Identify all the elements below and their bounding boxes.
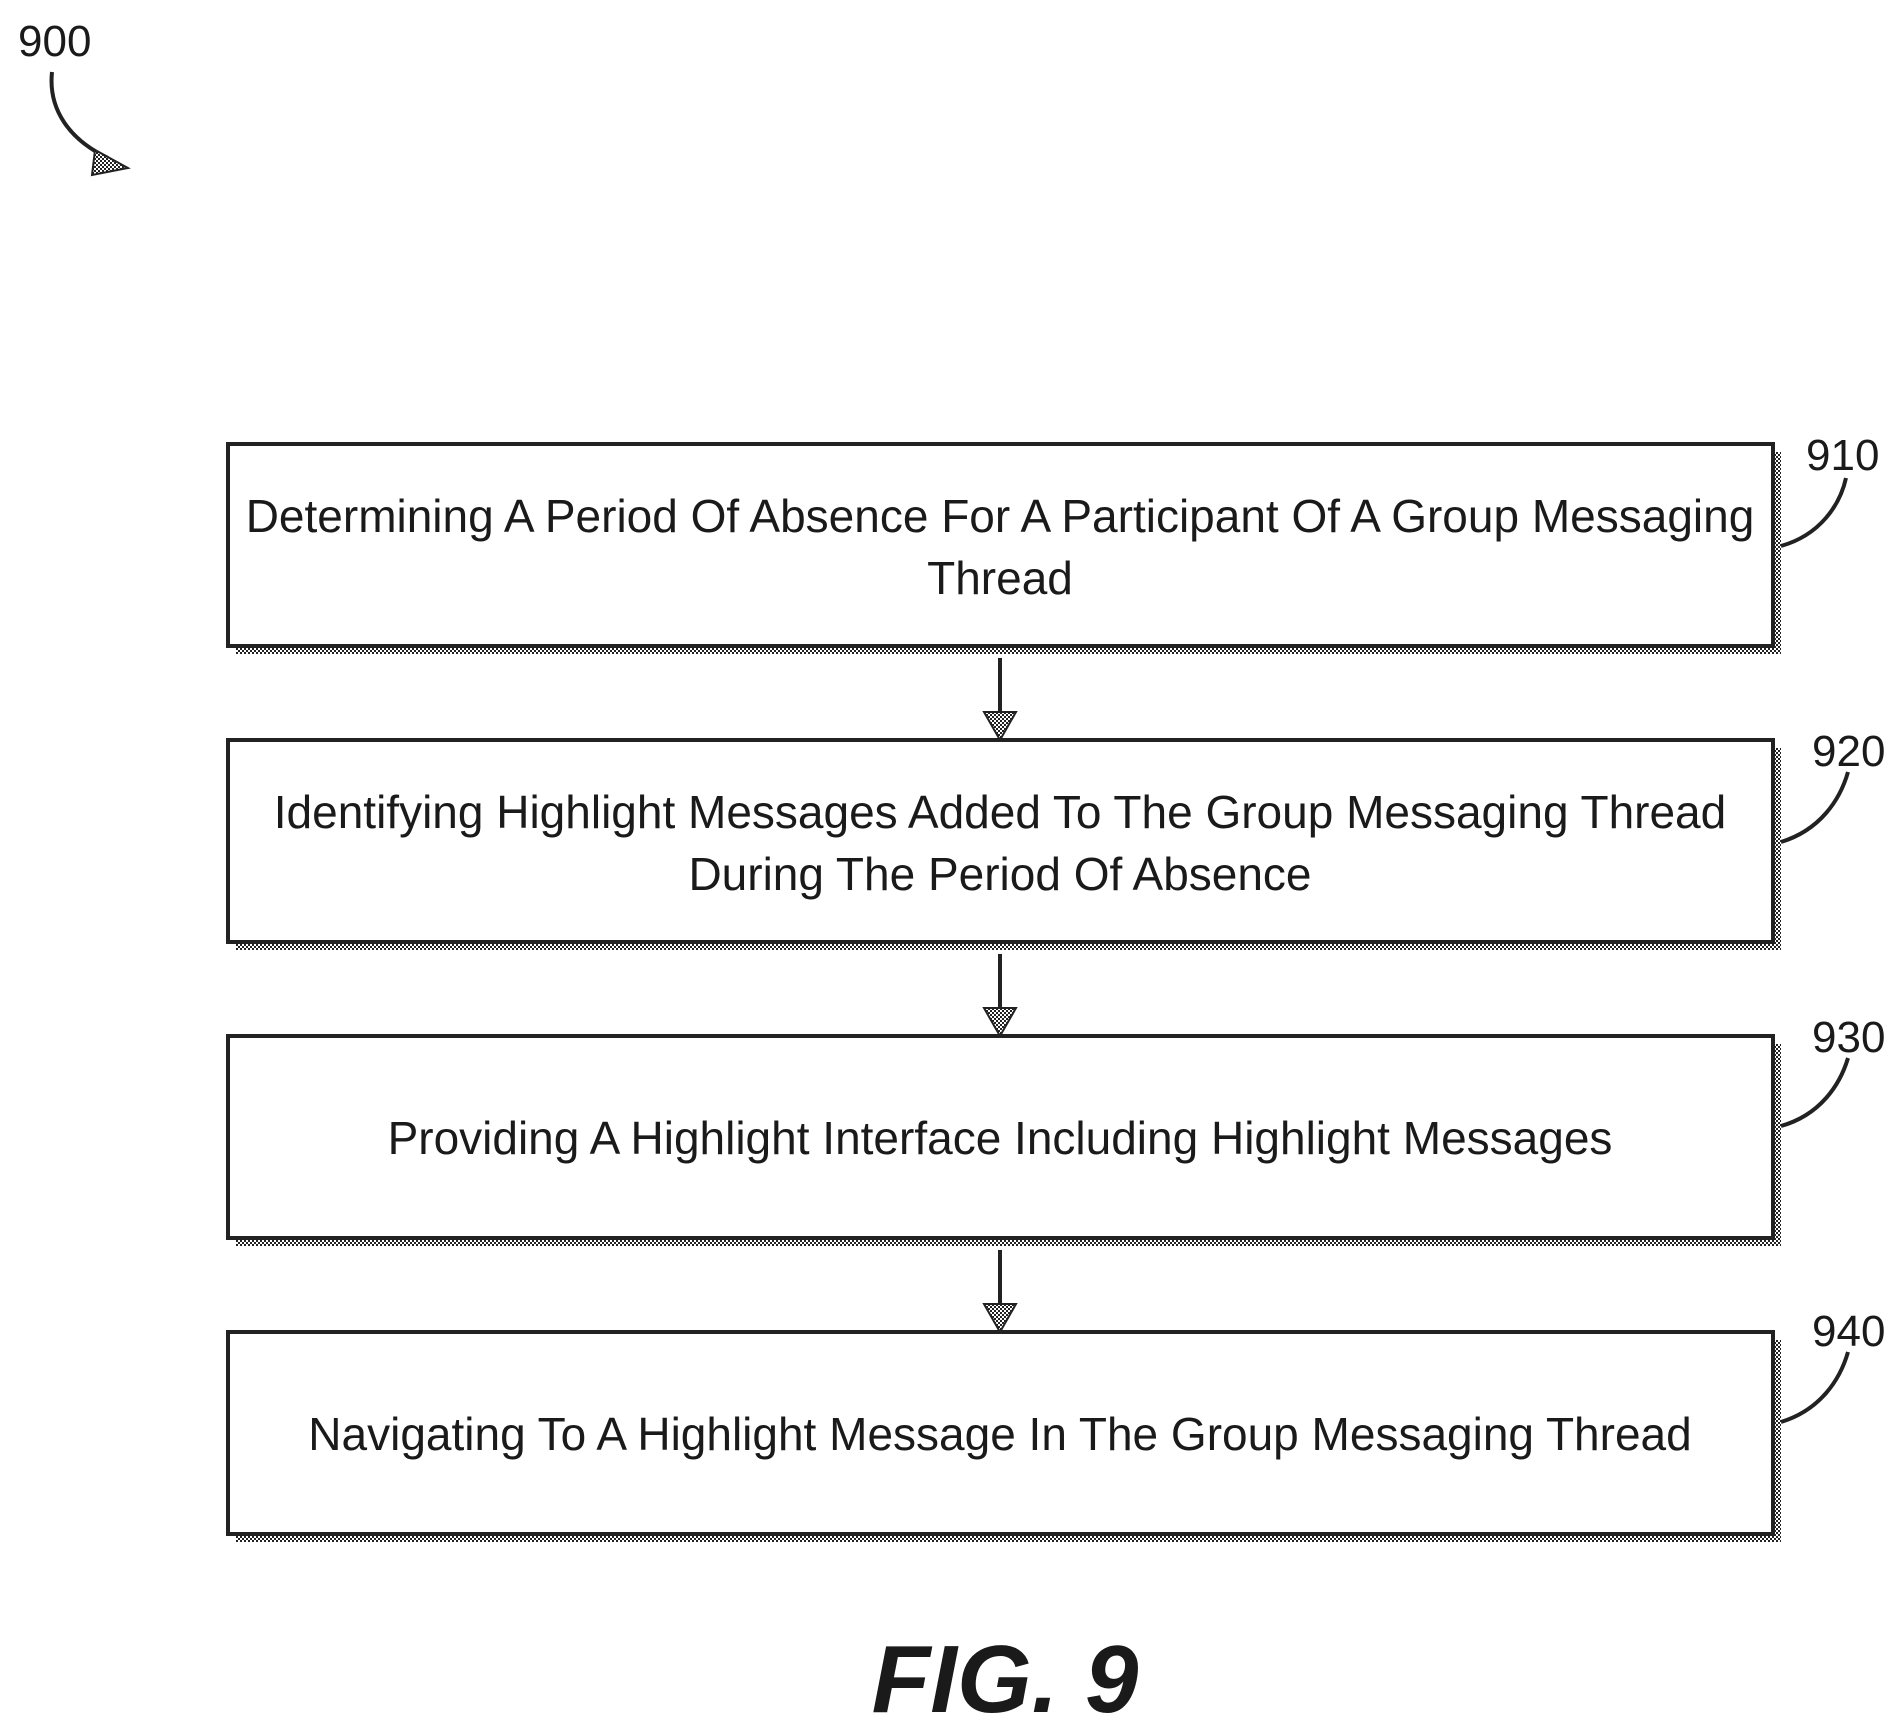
connector-arrow [984,658,1016,740]
step-text-line: Navigating To A Highlight Message In The… [308,1408,1691,1460]
figure-ref-label: 900 [18,17,91,66]
step-box [228,444,1773,646]
figure-reference: 900 [18,17,128,175]
step-ref-label: 940 [1812,1307,1885,1356]
step-ref-leader [1781,478,1846,546]
step-text-line: Identifying Highlight Messages Added To … [274,786,1726,838]
step-910: Determining A Period Of Absence For A Pa… [228,431,1879,654]
figure-ref-arrow [52,72,108,158]
step-ref-label: 910 [1806,431,1879,480]
step-text-line: Determining A Period Of Absence For A Pa… [246,490,1755,542]
step-ref-leader [1781,1058,1848,1126]
connector-arrow [984,1250,1016,1332]
step-text-line: Providing A Highlight Interface Includin… [388,1112,1613,1164]
step-930: Providing A Highlight Interface Includin… [228,1013,1885,1246]
step-940: Navigating To A Highlight Message In The… [228,1307,1885,1542]
step-ref-label: 930 [1812,1013,1885,1062]
step-ref-leader [1781,1352,1848,1422]
figure-caption: FIG. 9 [872,1626,1139,1731]
step-920: Identifying Highlight Messages Added To … [228,727,1885,950]
figure-ref-arrowhead [92,150,128,175]
step-ref-label: 920 [1812,727,1885,776]
step-box [228,740,1773,942]
step-text-line: Thread [927,552,1073,604]
step-text-line: During The Period Of Absence [688,848,1311,900]
connector-arrow [984,954,1016,1036]
step-ref-leader [1781,772,1848,842]
